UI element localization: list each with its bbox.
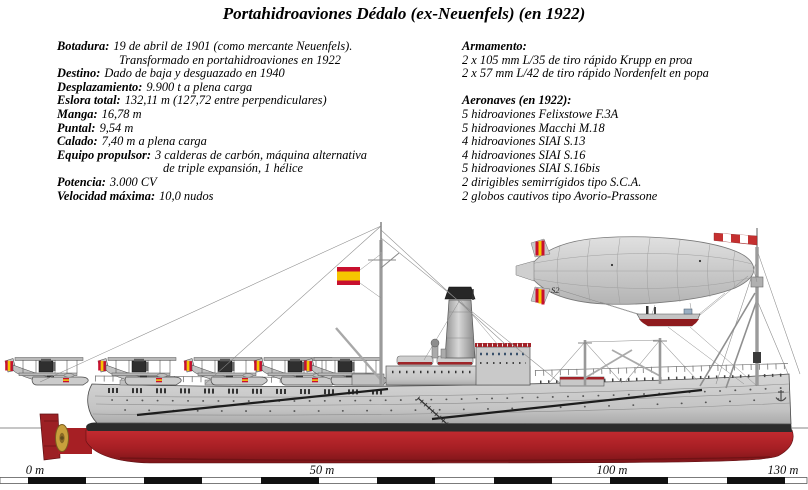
spec-line: Manga:16,78 m	[57, 106, 142, 121]
spec-line: Equipo propulsor:3 calderas de carbón, m…	[57, 147, 367, 162]
aircraft-item: 4 hidroaviones SIAI S.13	[462, 134, 586, 149]
armament-header: Armamento:	[462, 39, 527, 53]
spec-line: Velocidad máxima:10,0 nudos	[57, 188, 214, 203]
spec-line: Puntal:9,54 m	[57, 120, 134, 135]
spacer	[462, 81, 802, 95]
scale-label-130: 130 m	[768, 463, 799, 477]
aircraft-header: Aeronaves (en 1922):	[462, 93, 572, 108]
spec-line-continuation: de triple expansión, 1 hélice	[163, 161, 304, 176]
aircraft-item: 5 hidroaviones SIAI S.16bis	[462, 161, 600, 176]
armament-item: 2 x 105 mm L/35 de tiro rápido Krupp en …	[462, 52, 693, 67]
aircraft-item: 2 globos cautivos tipo Avorio-Prassone	[462, 188, 658, 203]
scale-bar: 0 m 50 m 100 m 130 m	[0, 463, 808, 484]
spanish-ensign-flag-icon	[337, 267, 360, 285]
specs-column: Botadura:19 de abril de 1901 (como merca…	[57, 39, 457, 203]
spec-line: Calado:7,40 m a plena carga	[57, 134, 207, 149]
spec-line: Destino:Dado de baja y desguazado en 194…	[57, 66, 285, 81]
armament-item: 2 x 57 mm L/42 de tiro rápido Nordenfelt…	[462, 66, 709, 81]
propeller	[55, 424, 69, 452]
spec-line: Desplazamiento:9.900 t a plena carga	[57, 79, 253, 94]
spec-line: Botadura:19 de abril de 1901 (como merca…	[57, 39, 353, 53]
accommodation-ladder	[416, 396, 449, 426]
boot-stripe	[86, 422, 792, 432]
aircraft-item: 2 dirigibles semirrígidos tipo S.C.A.	[462, 174, 642, 189]
airship-envelope	[526, 236, 755, 305]
spec-line: Potencia:3.000 CV	[57, 174, 157, 189]
spec-line: Eslora total:132,11 m (127,72 entre perp…	[57, 93, 327, 108]
airship-gondola	[636, 306, 701, 327]
armament-aircraft-column: Armamento: 2 x 105 mm L/35 de tiro rápid…	[462, 39, 802, 203]
bow-mooring-mast	[699, 228, 801, 389]
aircraft-item: 4 hidroaviones SIAI S.16	[462, 147, 586, 162]
airship-net-mesh	[527, 237, 754, 305]
aircraft-item: 5 hidroaviones Felixstowe F.3A	[462, 106, 619, 121]
airship-marking: S2	[551, 285, 560, 295]
scale-label-100: 100 m	[597, 463, 628, 477]
ventilators	[430, 338, 447, 359]
stowed-boom-fore	[431, 388, 703, 421]
superstructure	[351, 286, 531, 386]
seaplane-1	[4, 357, 89, 386]
scale-label-50: 50 m	[310, 463, 335, 477]
bridge	[475, 343, 531, 386]
aircraft-item: 5 hidroaviones Macchi M.18	[462, 120, 605, 135]
hull-underwater	[85, 429, 794, 464]
airship: S2	[515, 236, 758, 387]
spec-line-continuation: Transformado en portahidroaviones en 192…	[119, 52, 341, 67]
mainmast	[39, 222, 561, 386]
windsock-icon	[713, 232, 758, 246]
page-title: Portahidroaviones Dédalo (ex-Neuenfels) …	[222, 4, 586, 23]
airship-tailfins	[515, 238, 551, 305]
scale-label-0: 0 m	[26, 463, 44, 477]
hull-shading-line	[119, 456, 771, 462]
cargo-kingposts	[547, 338, 698, 386]
seaplane-2	[97, 357, 182, 386]
anchor-icon	[775, 390, 787, 402]
stowed-boom-aft	[136, 387, 389, 417]
airship-cables	[559, 266, 758, 387]
